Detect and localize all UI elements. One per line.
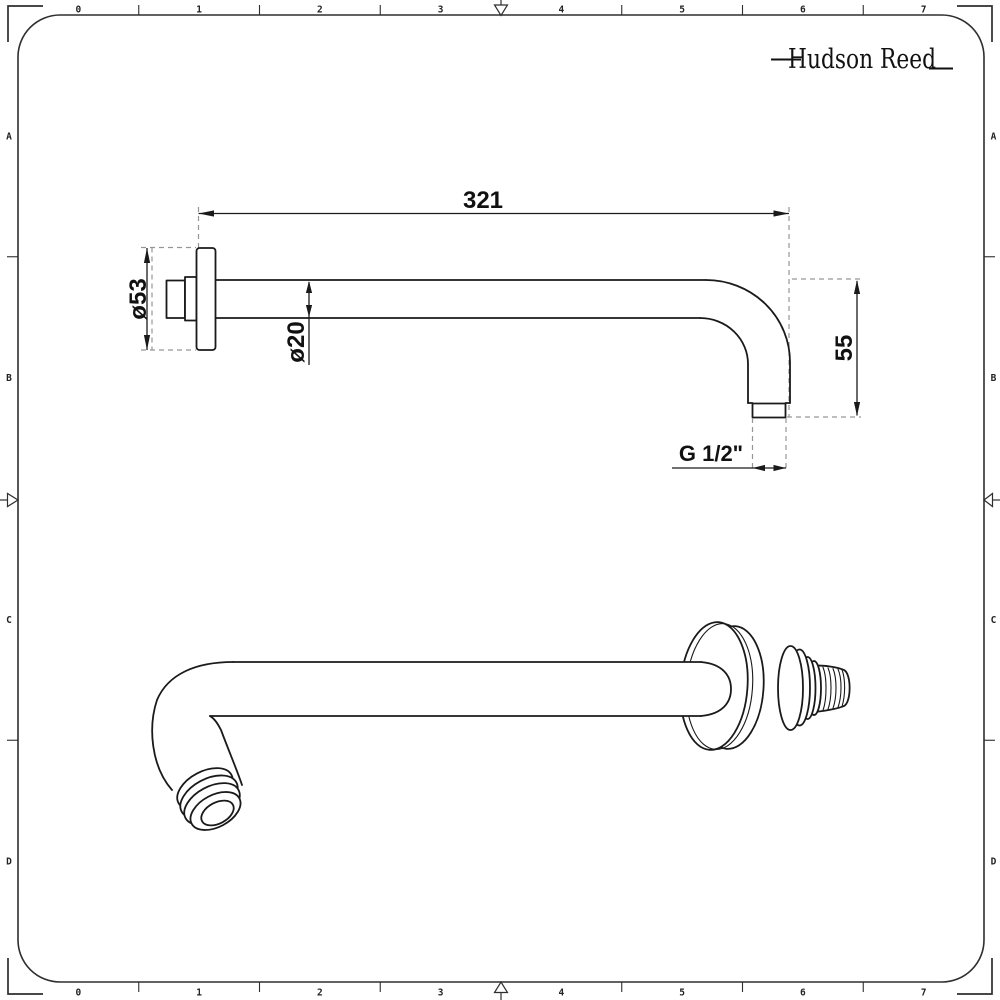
frame-border: [17, 14, 985, 983]
ruler-row-label: A: [991, 131, 997, 142]
ruler-row-label: A: [6, 131, 12, 142]
bottom-ruler: 0 1 2 3 4 5 6 7: [76, 980, 927, 1000]
ruler-col-label: 6: [800, 988, 806, 999]
corner-bracket-bottom-left: [7, 958, 43, 995]
side-view: 321 ø53: [125, 187, 861, 472]
bottom-ruler-ticks: [138, 982, 864, 992]
dim-pipe-diameter: ø20: [283, 281, 313, 365]
top-ruler-labels: 0 1 2 3 4 5 6 7: [76, 5, 927, 16]
center-mark-top-icon: [493, 0, 509, 17]
ruler-row-label: B: [6, 373, 12, 384]
dim-flange-diameter: ø53: [125, 246, 196, 351]
shower-arm-3d: [151, 661, 732, 794]
brand-logo: Hudson Reed: [771, 44, 953, 75]
corner-brackets: [7, 5, 993, 995]
dim-overall-length: 321: [197, 187, 790, 417]
dim-pipe-diameter-value: ø20: [283, 321, 310, 362]
ruler-row-label: B: [991, 373, 997, 384]
corner-bracket-bottom-right: [957, 958, 993, 995]
dim-length-value: 321: [463, 187, 503, 214]
ruler-col-label: 3: [438, 988, 444, 999]
left-ruler-ticks: [7, 256, 18, 741]
right-ruler-ticks: [984, 256, 995, 741]
dim-drop-value: 55: [831, 335, 858, 362]
ruler-col-label: 5: [679, 988, 685, 999]
center-mark-left-icon: [0, 492, 20, 508]
ruler-col-label: 3: [438, 5, 444, 16]
ruler-row-label: D: [991, 857, 997, 868]
left-ruler: A B C D: [0, 131, 20, 868]
ruler-col-label: 7: [921, 988, 927, 999]
dim-flange-diameter-value: ø53: [125, 278, 152, 319]
ruler-col-label: 6: [800, 5, 806, 16]
ruler-row-label: D: [6, 857, 12, 868]
dim-drop-height: 55: [787, 278, 861, 418]
top-ruler: 0 1 2 3 4 5 6 7: [76, 0, 927, 17]
bottom-ruler-labels: 0 1 2 3 4 5 6 7: [76, 988, 927, 999]
wall-thread-fitting-3d: [812, 664, 851, 713]
outlet-thread-side: [751, 402, 787, 419]
ruler-col-label: 4: [559, 988, 565, 999]
ruler-col-label: 4: [559, 5, 565, 16]
ruler-col-label: 5: [679, 5, 685, 16]
dim-thread-size: G 1/2": [672, 418, 787, 472]
ruler-col-label: 0: [76, 988, 82, 999]
logo-text: Hudson Reed: [788, 44, 936, 75]
flange-collar-3d: [777, 645, 822, 731]
ruler-col-label: 2: [317, 988, 323, 999]
ruler-col-label: 0: [76, 5, 82, 16]
ruler-row-label: C: [6, 615, 12, 626]
corner-bracket-top-right: [957, 5, 993, 42]
ruler-col-label: 1: [196, 988, 202, 999]
wall-flange-side: [165, 247, 217, 351]
center-mark-right-icon: [983, 492, 1000, 508]
flange-disc-side: [195, 247, 217, 351]
right-ruler: A B C D: [983, 131, 1000, 868]
corner-bracket-top-left: [7, 5, 43, 42]
perspective-view: [151, 621, 851, 831]
outlet-opening: [200, 799, 235, 827]
ruler-row-label: C: [991, 615, 997, 626]
outlet-thread-tip-3d: [176, 767, 242, 831]
left-ruler-labels: A B C D: [6, 131, 12, 867]
right-ruler-labels: A B C D: [991, 131, 997, 867]
shower-arm-side: [214, 279, 791, 419]
ruler-col-label: 7: [921, 5, 927, 16]
dim-thread-value: G 1/2": [679, 441, 743, 466]
top-ruler-ticks: [138, 5, 864, 15]
ruler-col-label: 1: [196, 5, 202, 16]
thread-shoulder-side: [184, 276, 198, 322]
ruler-col-label: 2: [317, 5, 323, 16]
center-mark-bottom-icon: [493, 980, 509, 1000]
thread-nipple-side: [165, 279, 186, 319]
